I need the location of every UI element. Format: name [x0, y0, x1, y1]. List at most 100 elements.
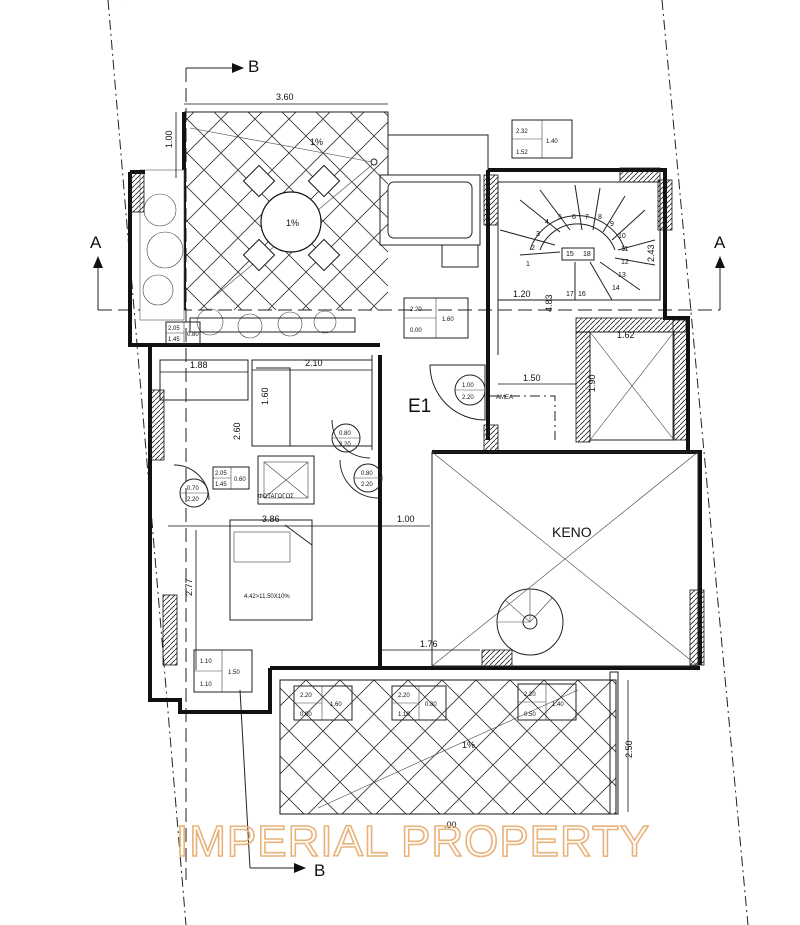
opening-value: 2.20	[410, 307, 422, 313]
opening-value: 1.52	[516, 150, 528, 156]
opening-value: 0.50	[524, 712, 536, 718]
slope-balcony: 1%	[310, 137, 323, 147]
stair-step: 6	[572, 214, 576, 221]
stair-step: 7	[585, 214, 589, 221]
opening-value: 2.20	[361, 482, 373, 488]
opening-value: 0.80	[339, 431, 351, 437]
section-marker-b-top: B	[248, 57, 259, 76]
opening-value: 0.80	[425, 702, 437, 708]
opening-value: 2.32	[516, 129, 528, 135]
dim-stair-side: 2.43	[646, 244, 656, 262]
opening-value: 1.10	[398, 712, 410, 718]
section-marker-b-bottom: B	[314, 861, 325, 880]
shaft-label: ΦΩΤΑΓΩΓΟΣ	[258, 494, 294, 500]
watermark: IMPERIAL PROPERTY	[176, 817, 650, 866]
section-marker-a-right: A	[714, 233, 726, 252]
opening-value: 1.10	[200, 659, 212, 665]
stair-step: 8	[598, 214, 602, 221]
opening-value: 0.80	[187, 332, 199, 338]
opening-value: 2.20	[187, 497, 199, 503]
opening-value: 0.80	[361, 471, 373, 477]
void-label: KENO	[552, 524, 592, 540]
stair-step: 10	[618, 233, 626, 240]
staircase	[497, 181, 661, 355]
opening-tag-veranda-door-2: 2.20 0.80 1.10	[391, 685, 447, 721]
dim-lift-width: 1.62	[617, 330, 635, 340]
opening-value: 0.00	[300, 712, 312, 718]
opening-tag-balcony-window: 2.32 1.40 1.52	[511, 119, 573, 159]
opening-value: 2.05	[215, 471, 227, 477]
opening-tag-door-a: 0.80 2.20	[331, 423, 361, 453]
veranda	[279, 671, 619, 815]
section-marker-a-left: A	[90, 233, 102, 252]
planter	[139, 169, 356, 339]
opening-value: 1.40	[546, 139, 558, 145]
opening-value: 0.00	[410, 328, 422, 334]
stair-step: 17	[566, 291, 574, 298]
accessible-label: AMEA	[496, 395, 513, 401]
opening-value: 2.05	[168, 326, 180, 332]
dim-veranda-depth: 2.50	[624, 740, 634, 758]
dim-bedroom-width: 3.86	[262, 514, 280, 524]
dim-veranda-width: .00	[444, 820, 457, 830]
opening-tag-planter-window: 2.05 0.80 1.45	[165, 321, 201, 345]
stair-step: 14	[612, 285, 620, 292]
opening-value: 1.45	[215, 482, 227, 488]
opening-value: 2.20	[300, 693, 312, 699]
stair-step: 18	[583, 251, 591, 258]
opening-value: 1.00	[462, 383, 474, 389]
slope-veranda: 1%	[462, 740, 475, 750]
stair-step: 5	[558, 214, 562, 221]
opening-tag-veranda-door-1: 2.20 1.60 0.00	[293, 685, 353, 721]
opening-value: 0.70	[187, 486, 199, 492]
opening-tag-door-c: 0.70 2.20	[179, 478, 209, 508]
opening-tag-bath-window: 2.05 0.60 1.45	[212, 466, 250, 490]
opening-value: 0.60	[234, 477, 246, 483]
opening-value: 1.60	[330, 702, 342, 708]
dim-lift-height: 1.90	[587, 374, 597, 392]
stair-step: 15	[566, 251, 574, 258]
opening-value: 1.40	[552, 702, 564, 708]
dim-bedroom-height: 2.77	[184, 578, 194, 596]
opening-tag-bedroom-window: 1.10 1.50 1.10	[193, 649, 253, 693]
dim-corridor-gap: 1.00	[397, 514, 415, 524]
opening-tag-veranda-door-3: 2.20 1.40 0.50	[517, 683, 577, 721]
lift-shaft	[257, 331, 675, 505]
opening-tag-door-b: 0.80 2.20	[353, 463, 383, 493]
opening-value: 2.20	[398, 693, 410, 699]
stair-step: 2	[531, 245, 535, 252]
opening-value: 2.20	[524, 692, 536, 698]
dim-bath-width: 1.88	[190, 360, 208, 370]
opening-value: 2.20	[339, 442, 351, 448]
dim-room-height: 1.60	[260, 387, 270, 405]
opening-value: 2.20	[462, 395, 474, 401]
opening-value: 1.10	[200, 682, 212, 688]
stair-step: 9	[610, 221, 614, 228]
stair-step: 3	[536, 231, 540, 238]
opening-value: 1.45	[168, 337, 180, 343]
dim-room-width: 2.10	[305, 358, 323, 368]
stair-step: 4	[545, 219, 549, 226]
dimension-lines	[160, 103, 629, 812]
bedroom-area-label: 4.42>11.50X10%	[244, 594, 290, 600]
dim-hall-height: 2.60	[232, 422, 242, 440]
slope-table: 1%	[286, 218, 299, 228]
unit-label: E1	[408, 396, 431, 417]
stair-step: 16	[578, 291, 586, 298]
stair-step: 13	[618, 272, 626, 279]
opening-tag-kitchen-window: 2.20 1.60 0.00	[403, 297, 469, 339]
opening-value: 1.50	[228, 670, 240, 676]
stair-step-numbers: 1 2 3 4 5 6 7 8 9 10 11 12 13 14 15 16 1…	[526, 214, 629, 298]
opening-value: 1.60	[442, 317, 454, 323]
dim-stair-width: 1.20	[513, 289, 531, 299]
dim-balcony-depth: 1.00	[164, 130, 174, 148]
bathtub	[379, 134, 489, 268]
stair-step: 12	[621, 259, 629, 266]
dim-stair-depth: 4.83	[544, 294, 554, 312]
interior-rooms	[159, 355, 373, 621]
dining-table	[242, 164, 341, 272]
void-area	[431, 451, 699, 667]
dim-corridor-width: 1.50	[523, 373, 541, 383]
dim-lower-width: 1.76	[420, 639, 438, 649]
